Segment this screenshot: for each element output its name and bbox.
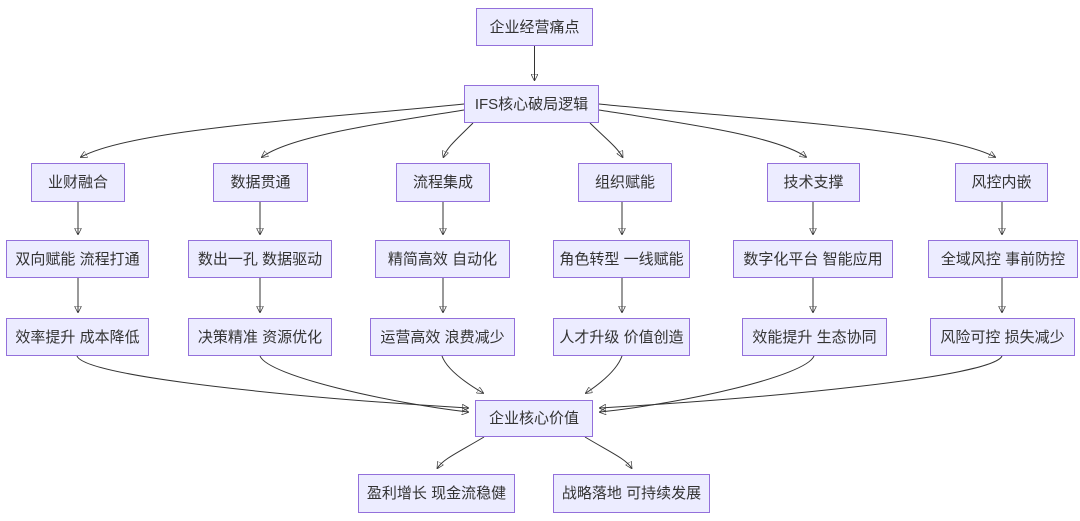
node-final-strategy-sustainability: 战略落地 可持续发展 — [553, 474, 710, 513]
node-pillar-tech-support: 技术支撑 — [767, 163, 860, 202]
edge-ifs-pillar4 — [589, 122, 623, 157]
edge-out6-core — [600, 355, 1003, 408]
edge-out2-core — [259, 355, 468, 412]
node-mechanism-4: 角色转型 一线赋能 — [553, 240, 690, 278]
edge-ifs-pillar3 — [444, 122, 474, 157]
node-outcome-4: 人才升级 价值创造 — [553, 318, 690, 356]
edge-out5-core — [600, 355, 815, 412]
node-outcome-1: 效率提升 成本降低 — [6, 318, 149, 356]
edge-ifs-pillar2 — [262, 109, 465, 157]
edge-core-final2 — [584, 436, 632, 468]
node-outcome-6: 风险可控 损失减少 — [930, 318, 1075, 356]
node-pillar-process-integration: 流程集成 — [396, 163, 490, 202]
node-mechanism-5: 数字化平台 智能应用 — [733, 240, 893, 278]
edge-core-final1 — [438, 436, 485, 468]
edge-out3-core — [441, 355, 483, 393]
node-mechanism-1: 双向赋能 流程打通 — [6, 240, 149, 278]
node-pillar-org-empowerment: 组织赋能 — [578, 163, 672, 202]
node-pillar-data-connectivity: 数据贯通 — [213, 163, 308, 202]
node-core-value: 企业核心价值 — [475, 400, 593, 437]
node-pillar-business-finance: 业财融合 — [31, 163, 125, 202]
node-mechanism-6: 全域风控 事前防控 — [928, 240, 1078, 278]
node-ifs-core-logic: IFS核心破局逻辑 — [464, 85, 599, 123]
node-outcome-2: 决策精准 资源优化 — [188, 318, 332, 356]
node-outcome-5: 效能提升 生态协同 — [742, 318, 887, 356]
node-mechanism-2: 数出一孔 数据驱动 — [188, 240, 332, 278]
edge-out1-core — [76, 355, 468, 408]
node-pain-points: 企业经营痛点 — [476, 8, 593, 46]
node-outcome-3: 运营高效 浪费减少 — [370, 318, 515, 356]
edge-out4-core — [586, 355, 623, 393]
node-pillar-risk-control: 风控内嵌 — [955, 163, 1048, 202]
edge-ifs-pillar5 — [598, 109, 806, 157]
edge-ifs-pillar1 — [81, 103, 465, 157]
node-mechanism-3: 精简高效 自动化 — [375, 240, 510, 278]
edge-ifs-pillar6 — [598, 103, 995, 157]
node-final-profit-growth: 盈利增长 现金流稳健 — [358, 474, 515, 513]
